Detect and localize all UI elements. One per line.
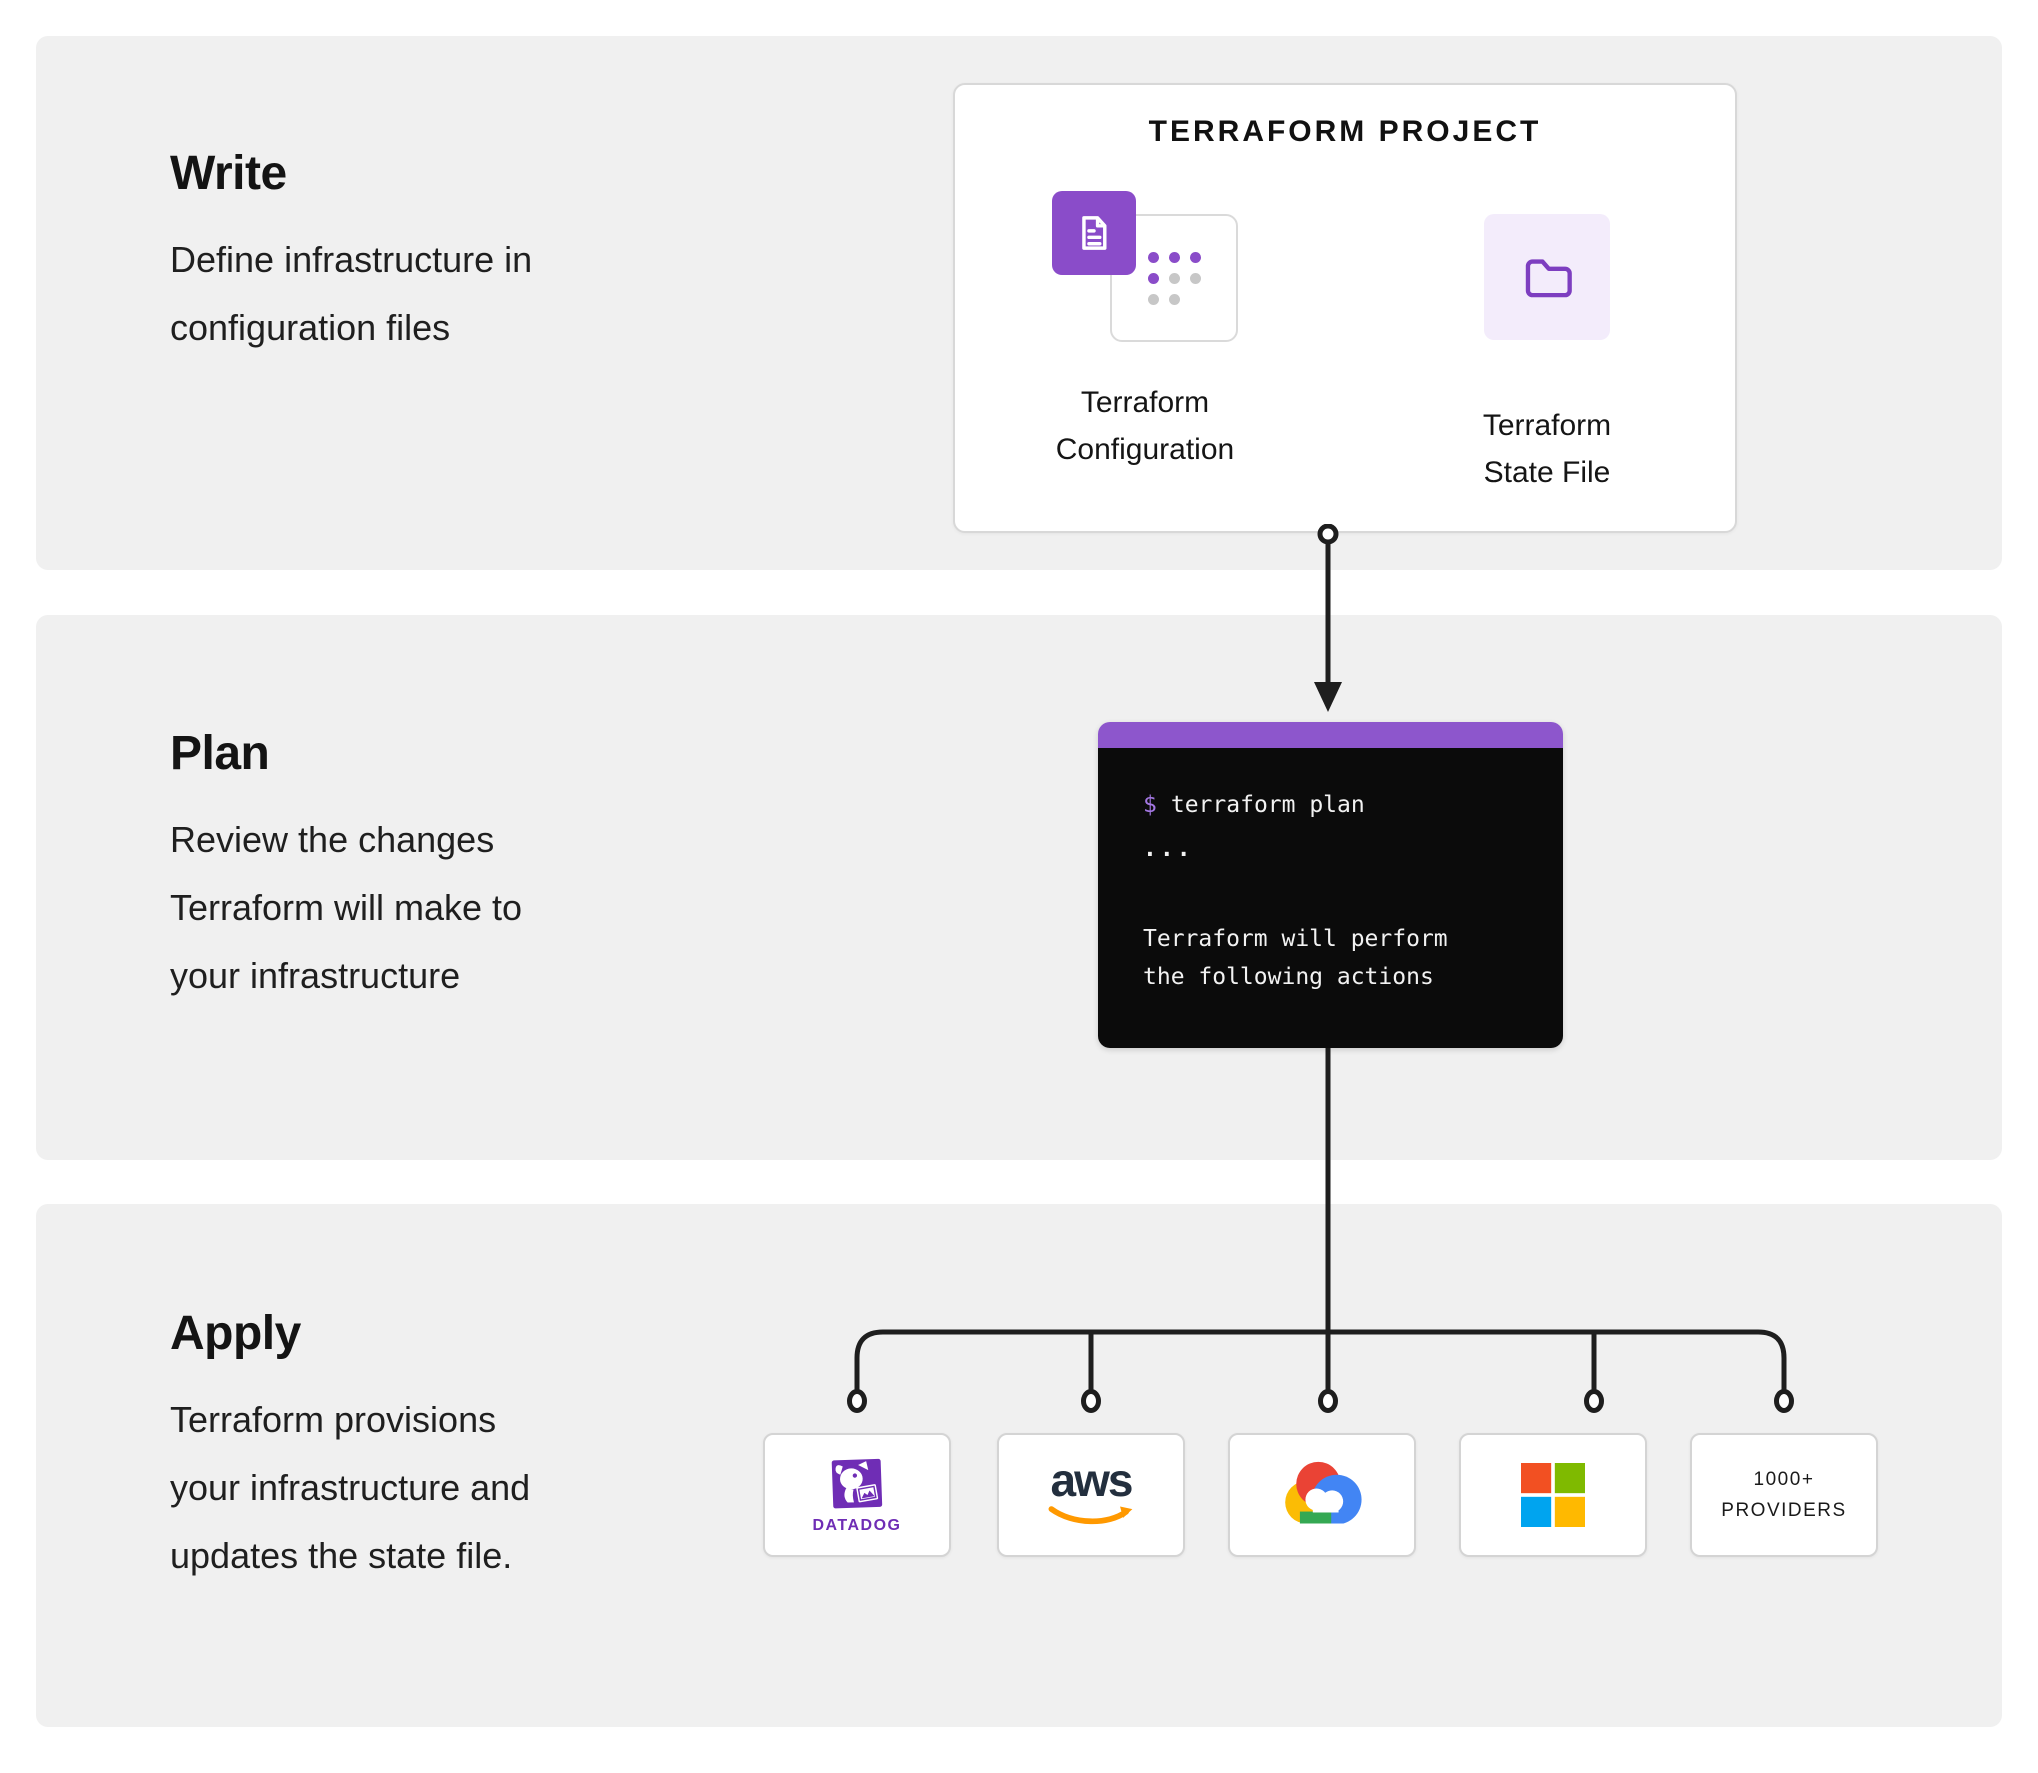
connector-node: [1317, 524, 1339, 545]
configuration-icon-group: [1052, 191, 1238, 343]
plan-to-providers-connector: [847, 1044, 1794, 1413]
connector-node: [1584, 1389, 1604, 1413]
terminal-command-line: $ terraform plan: [1143, 792, 1365, 818]
dot: [1169, 252, 1180, 263]
document-tile: [1052, 191, 1136, 275]
connector-node: [847, 1389, 867, 1413]
dot: [1190, 273, 1201, 284]
plan-heading: Plan: [170, 727, 270, 780]
folder-tile: [1484, 214, 1610, 340]
connector-node: [1318, 1389, 1338, 1413]
provider-card-1000-providers: 1000+PROVIDERS: [1690, 1433, 1878, 1557]
dots-card: [1110, 214, 1238, 342]
terminal-window: $ terraform plan ... Terraform will perfo…: [1098, 722, 1563, 1048]
folder-icon: [1525, 259, 1572, 298]
dots-grid-icon: [1148, 252, 1201, 305]
project-to-plan-arrow: [1314, 524, 1342, 712]
provider-card-google-cloud: [1228, 1433, 1416, 1557]
write-heading: Write: [170, 147, 287, 200]
apply-heading: Apply: [170, 1307, 301, 1360]
terminal-titlebar: [1098, 722, 1563, 748]
terraform-project-title: TERRAFORM PROJECT: [1148, 115, 1542, 148]
terminal-command: terraform plan: [1170, 792, 1365, 818]
aws-wordmark: aws: [1050, 1454, 1134, 1507]
datadog-label: DATADOG: [812, 1516, 902, 1534]
document-icon: [1082, 216, 1107, 250]
dot: [1148, 294, 1159, 305]
microsoft-logo: [1521, 1463, 1585, 1527]
terminal-ellipsis: ...: [1143, 836, 1194, 862]
terminal-prompt: $: [1143, 792, 1157, 818]
dot: [1190, 252, 1201, 263]
aws-smile-icon: [1048, 1505, 1133, 1524]
terminal-body: $ terraform plan ... Terraform will perfo…: [1098, 748, 1563, 1048]
connector-node: [1081, 1389, 1101, 1413]
dot: [1169, 294, 1180, 305]
connector-node: [1774, 1389, 1794, 1413]
terraform-state-file-icon: [1407, 214, 1687, 402]
providers-count-label: 1000+PROVIDERS: [1721, 1469, 1847, 1521]
dot: [1169, 273, 1180, 284]
plan-section-band: [36, 615, 2002, 1160]
provider-card-datadog: DATADOG: [763, 1433, 951, 1557]
terraform-configuration-icon: [1005, 191, 1285, 379]
dot: [1148, 252, 1159, 263]
datadog-logo: [831, 1458, 883, 1508]
provider-card-microsoft: [1459, 1433, 1647, 1557]
provider-card-aws: aws: [997, 1433, 1185, 1557]
terraform-project-card: TERRAFORM PROJECT: [953, 83, 1737, 533]
arrowhead-icon: [1314, 682, 1342, 712]
dot: [1148, 273, 1159, 284]
google-cloud-logo: [1276, 1461, 1368, 1532]
